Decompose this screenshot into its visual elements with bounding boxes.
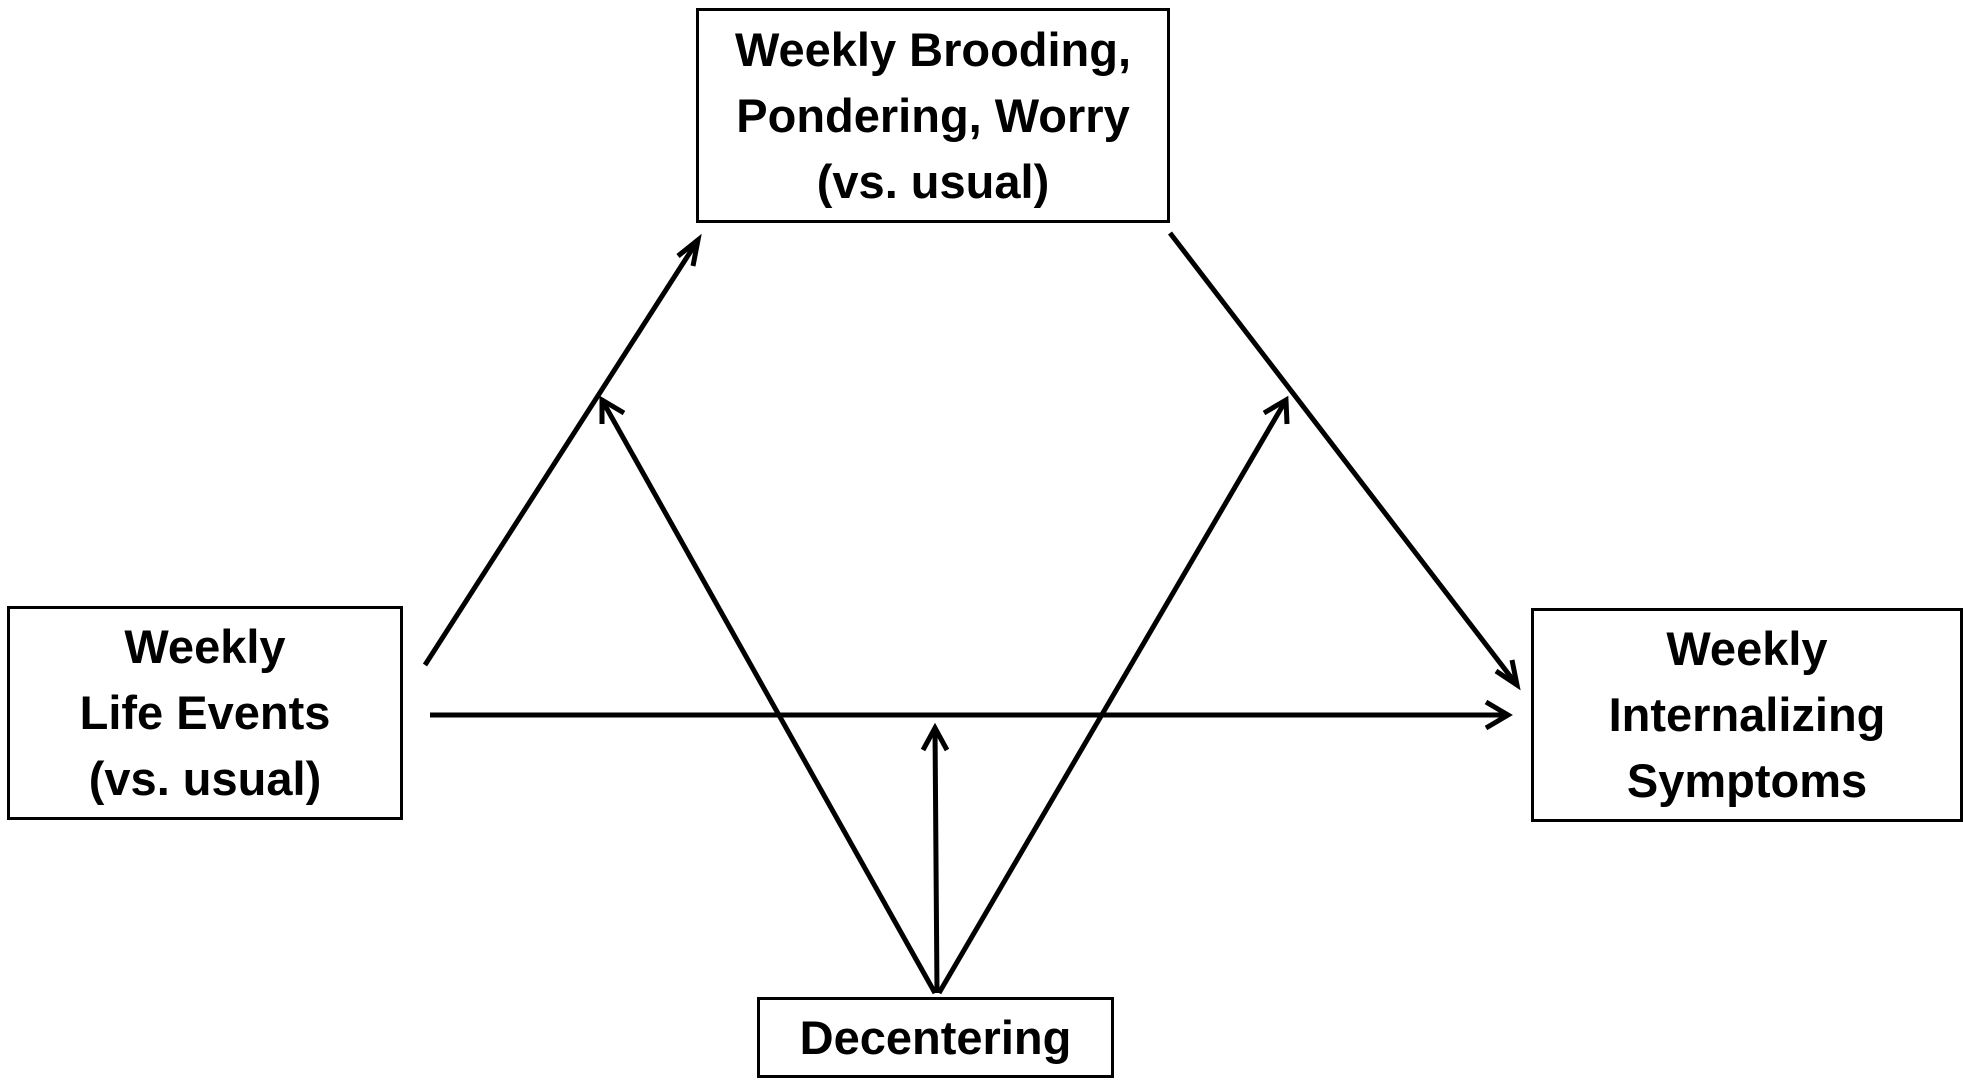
- internalizing-label-line-2: Internalizing: [1608, 688, 1886, 741]
- life-events-label-line-1: Weekly: [124, 620, 286, 673]
- life-events-box: Weekly Life Events (vs. usual): [7, 606, 403, 820]
- brooding-label-line-1: Weekly Brooding,: [734, 22, 1132, 76]
- internalizing-symptoms-box: Weekly Internalizing Symptoms: [1531, 608, 1963, 822]
- brooding-label-line-2: Pondering, Worry: [736, 88, 1130, 142]
- life-events-label-line-3: (vs. usual): [88, 752, 322, 805]
- arrow-predictor-to-outcome: [430, 699, 1513, 731]
- internalizing-label-line-3: Symptoms: [1626, 754, 1868, 807]
- brooding-label-line-3: (vs. usual): [816, 154, 1050, 208]
- decentering-label: Decentering: [799, 1010, 1072, 1064]
- life-events-label-line-2: Life Events: [79, 686, 331, 739]
- brooding-pondering-worry-box: Weekly Brooding, Pondering, Worry (vs. u…: [696, 8, 1170, 223]
- arrow-moderator-to-path-b: [936, 395, 1290, 995]
- arrow-predictor-to-mediator: [422, 233, 702, 667]
- arrow-moderator-to-path-a: [599, 395, 938, 995]
- decentering-box: Decentering: [757, 997, 1114, 1078]
- arrow-moderator-to-path-c: [920, 722, 950, 994]
- arrow-mediator-to-outcome: [1168, 231, 1521, 691]
- internalizing-label-line-1: Weekly: [1666, 622, 1828, 675]
